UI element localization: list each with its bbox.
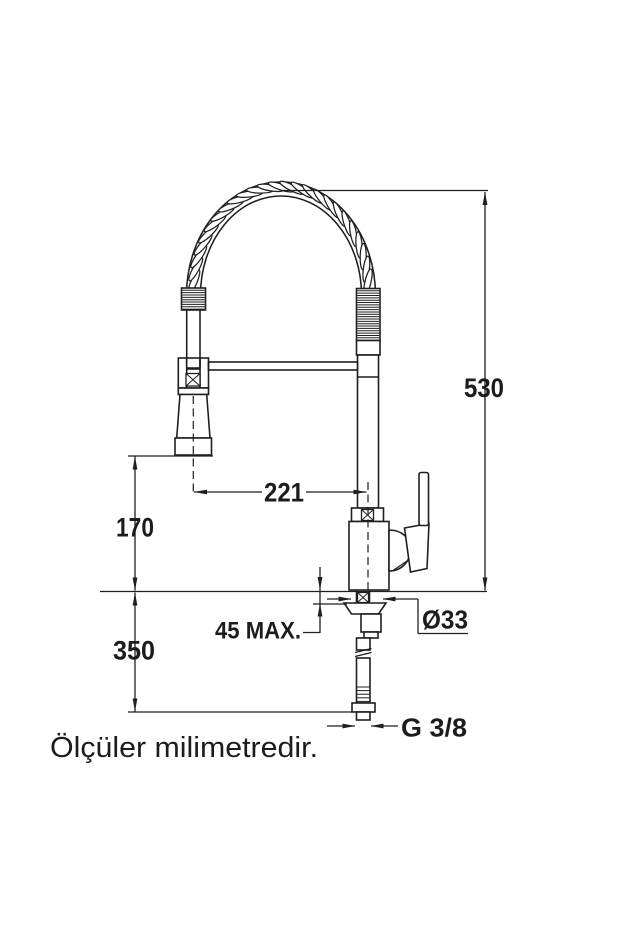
coil-left-windings bbox=[182, 289, 205, 310]
dim-total-height-label: 530 bbox=[464, 373, 504, 403]
spring-hose-arch bbox=[185, 181, 377, 296]
handle-lever bbox=[418, 471, 430, 527]
supply-pipe bbox=[351, 637, 376, 721]
dimension-arrowheads bbox=[132, 192, 488, 729]
support-bar bbox=[207, 361, 359, 371]
dim-spout-reach-label: 221 bbox=[264, 478, 304, 508]
mounting-assembly bbox=[342, 590, 388, 639]
dim-total-height-lines bbox=[282, 189, 488, 591]
pipe-threads bbox=[356, 686, 370, 702]
units-caption: Ölçüler milimetredir. bbox=[50, 732, 318, 764]
supply-nut bbox=[351, 702, 376, 713]
dimension-lines bbox=[100, 189, 488, 729]
dim-head-clearance-lines bbox=[128, 455, 213, 591]
faucet-body bbox=[348, 520, 390, 591]
dim-supply-length-label: 350 bbox=[113, 636, 155, 666]
coil-right-windings bbox=[357, 290, 380, 339]
handle bbox=[403, 471, 430, 573]
mounting-flange bbox=[342, 602, 388, 615]
centerlines bbox=[192, 396, 369, 590]
spray-head-bracket bbox=[177, 357, 210, 396]
spout-pipe bbox=[355, 339, 381, 509]
dimension-labels: 530 170 350 221 45 MAX. Ø33 G 3/8 Ölçüle… bbox=[50, 373, 504, 764]
dim-supply-length-lines bbox=[128, 592, 352, 713]
dim-head-clearance-label: 170 bbox=[116, 513, 154, 543]
dim-hole-diameter-label: Ø33 bbox=[422, 605, 468, 635]
faucet-outline bbox=[174, 180, 430, 721]
dim-connection-label: G 3/8 bbox=[401, 713, 467, 743]
dim-counter-thickness-label: 45 MAX. bbox=[215, 618, 301, 645]
spray-hose-tube bbox=[185, 309, 201, 369]
